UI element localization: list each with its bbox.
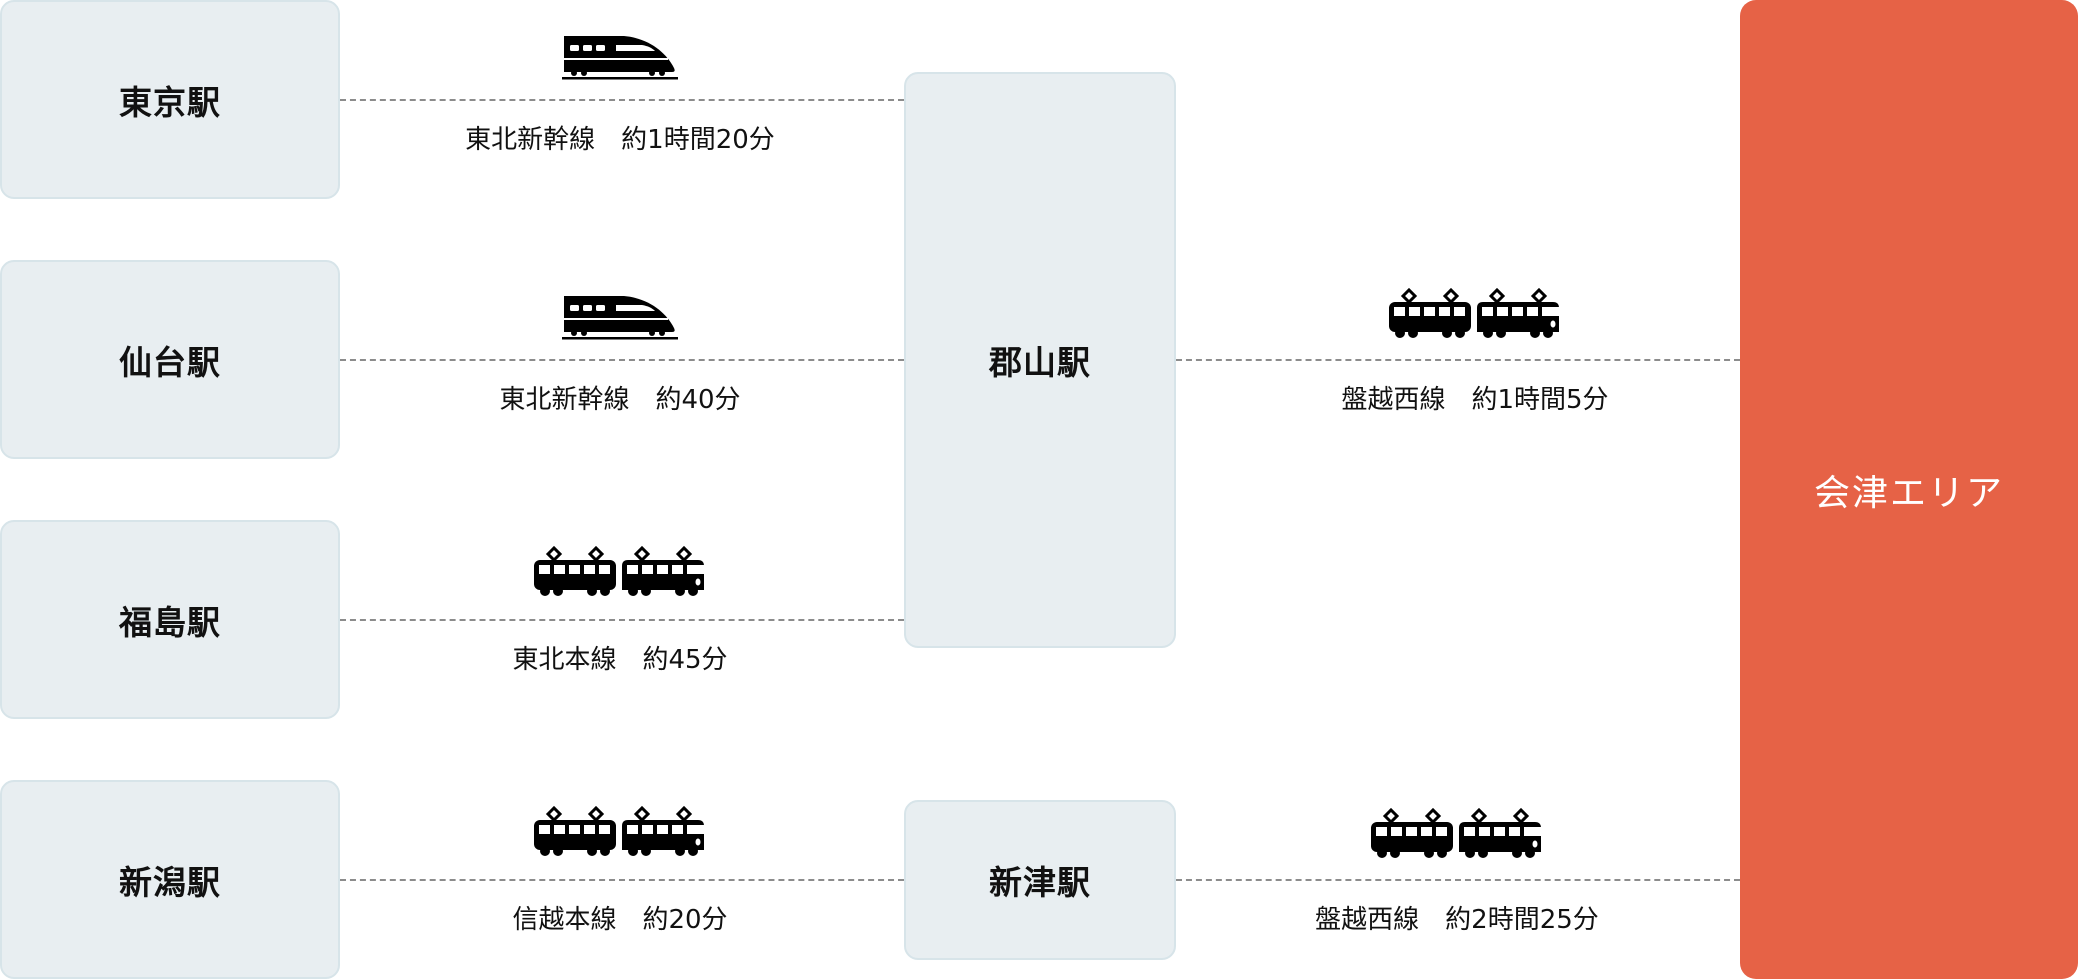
connector-sendai-koriyama [340, 359, 904, 361]
destination-label: 会津エリア [1813, 472, 2004, 514]
route-label-sendai-koriyama: 東北新幹線 約40分 [499, 385, 741, 415]
connector-koriyama-aizu [1176, 359, 1740, 361]
connector-niigata-niitsu [340, 879, 904, 881]
station-label: 新津駅 [989, 863, 1091, 902]
local-train-icon [1371, 804, 1543, 864]
shinkansen-icon [562, 294, 678, 344]
local-train-icon [534, 802, 706, 862]
station-label: 郡山駅 [989, 343, 1091, 382]
destination-aizu-area: 会津エリア [1740, 0, 2078, 979]
route-label-niitsu-aizu: 盤越西線 約2時間25分 [1315, 905, 1599, 935]
connector-tokyo-koriyama [340, 99, 904, 101]
route-label-niigata-niitsu: 信越本線 約20分 [512, 905, 728, 935]
local-train-icon [1389, 284, 1561, 344]
station-label: 新潟駅 [119, 862, 221, 902]
station-tokyo: 東京駅 [0, 0, 340, 199]
route-label-fukushima-koriyama: 東北本線 約45分 [512, 645, 728, 675]
station-niigata: 新潟駅 [0, 780, 340, 979]
station-label: 福島駅 [119, 602, 221, 642]
route-label-koriyama-aizu: 盤越西線 約1時間5分 [1341, 385, 1609, 415]
local-train-icon [534, 542, 706, 602]
route-label-tokyo-koriyama: 東北新幹線 約1時間20分 [465, 125, 775, 155]
connector-niitsu-aizu [1176, 879, 1740, 881]
station-niitsu: 新津駅 [904, 800, 1176, 960]
shinkansen-icon [562, 34, 678, 84]
station-koriyama: 郡山駅 [904, 72, 1176, 648]
station-sendai: 仙台駅 [0, 260, 340, 459]
station-fukushima: 福島駅 [0, 520, 340, 719]
station-label: 仙台駅 [119, 342, 221, 382]
connector-fukushima-koriyama [340, 619, 904, 621]
station-label: 東京駅 [119, 82, 221, 122]
